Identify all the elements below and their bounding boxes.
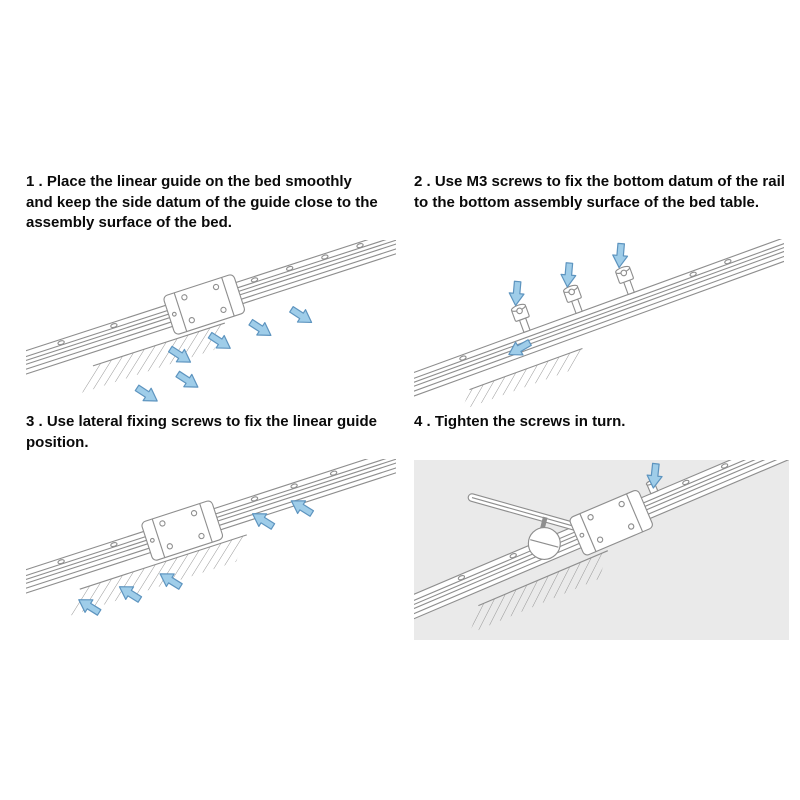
- m3-screw: [510, 304, 531, 334]
- linear-rail: [414, 239, 784, 404]
- carriage-block: [163, 274, 246, 335]
- mounting-surface-hatch: [469, 549, 609, 634]
- step-3-panel: 3 . Use lateral fixing screws to fix the…: [26, 412, 406, 630]
- step-1-text: 1 . Place the linear guide on the bed sm…: [26, 173, 378, 232]
- step-1-panel: 1 . Place the linear guide on the bed sm…: [26, 172, 404, 411]
- step-1-illustration: [26, 240, 396, 408]
- m3-screw: [615, 266, 635, 296]
- direction-arrow-icon: [286, 302, 317, 330]
- step-4-panel: 4 . Tighten the screws in turn.: [414, 412, 794, 640]
- step-3-illustration: [26, 459, 396, 620]
- direction-arrow-icon: [611, 242, 630, 270]
- mounting-surface-hatch: [462, 348, 583, 411]
- step-3-text: 3 . Use lateral fixing screws to fix the…: [26, 413, 377, 451]
- direction-arrow-icon: [246, 315, 276, 343]
- panel-background: [414, 459, 789, 640]
- step-4-illustration: [414, 459, 789, 640]
- mounting-surface-hatch: [82, 322, 225, 393]
- step-2-panel: 2 . Use M3 screws to fix the bottom datu…: [414, 172, 794, 411]
- direction-arrow-icon: [507, 280, 526, 308]
- direction-arrow-icon: [132, 381, 162, 408]
- carriage-block: [141, 500, 224, 562]
- step-4-text: 4 . Tighten the screws in turn.: [414, 413, 626, 430]
- m3-screw: [563, 285, 583, 315]
- tightening-tool: [467, 492, 590, 560]
- step-2-text: 2 . Use M3 screws to fix the bottom datu…: [414, 173, 785, 211]
- mounting-surface-hatch: [69, 534, 247, 617]
- step-2-illustration: [414, 239, 784, 411]
- carriage-block: [569, 489, 653, 556]
- direction-arrow-icon: [559, 262, 578, 289]
- direction-arrow-icon: [173, 367, 203, 394]
